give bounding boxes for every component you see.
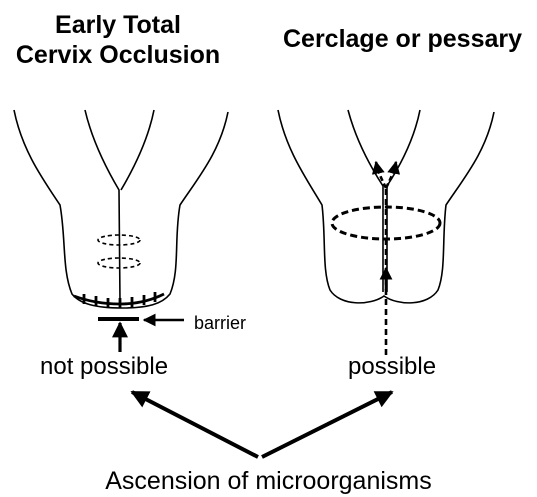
barrier-label: barrier [194,309,246,337]
left-cervical-canal [85,110,120,302]
left-outcome-label: not possible [40,353,168,381]
left-title-line1: Early Total [0,10,236,40]
right-panel-title: Cerclage or pessary [268,24,537,54]
left-panel-title: Early Total Cervix Occlusion [0,10,236,70]
footer-caption: Ascension of microorganisms [0,467,537,495]
right-canal-right-wall [387,110,420,292]
left-barrier [98,319,184,352]
left-canal-right-wall [121,110,154,190]
right-canal-left-wall [348,110,383,292]
right-ascension-path [376,162,396,355]
converging-arrows [132,392,392,457]
left-cervix-drawing [14,110,228,308]
left-title-line2: Cervix Occlusion [0,40,236,70]
right-outcome-label: possible [348,353,436,381]
arrow-to-right-panel [262,392,392,457]
left-cervix-outline [14,110,228,308]
arrow-to-left-panel [132,392,258,457]
